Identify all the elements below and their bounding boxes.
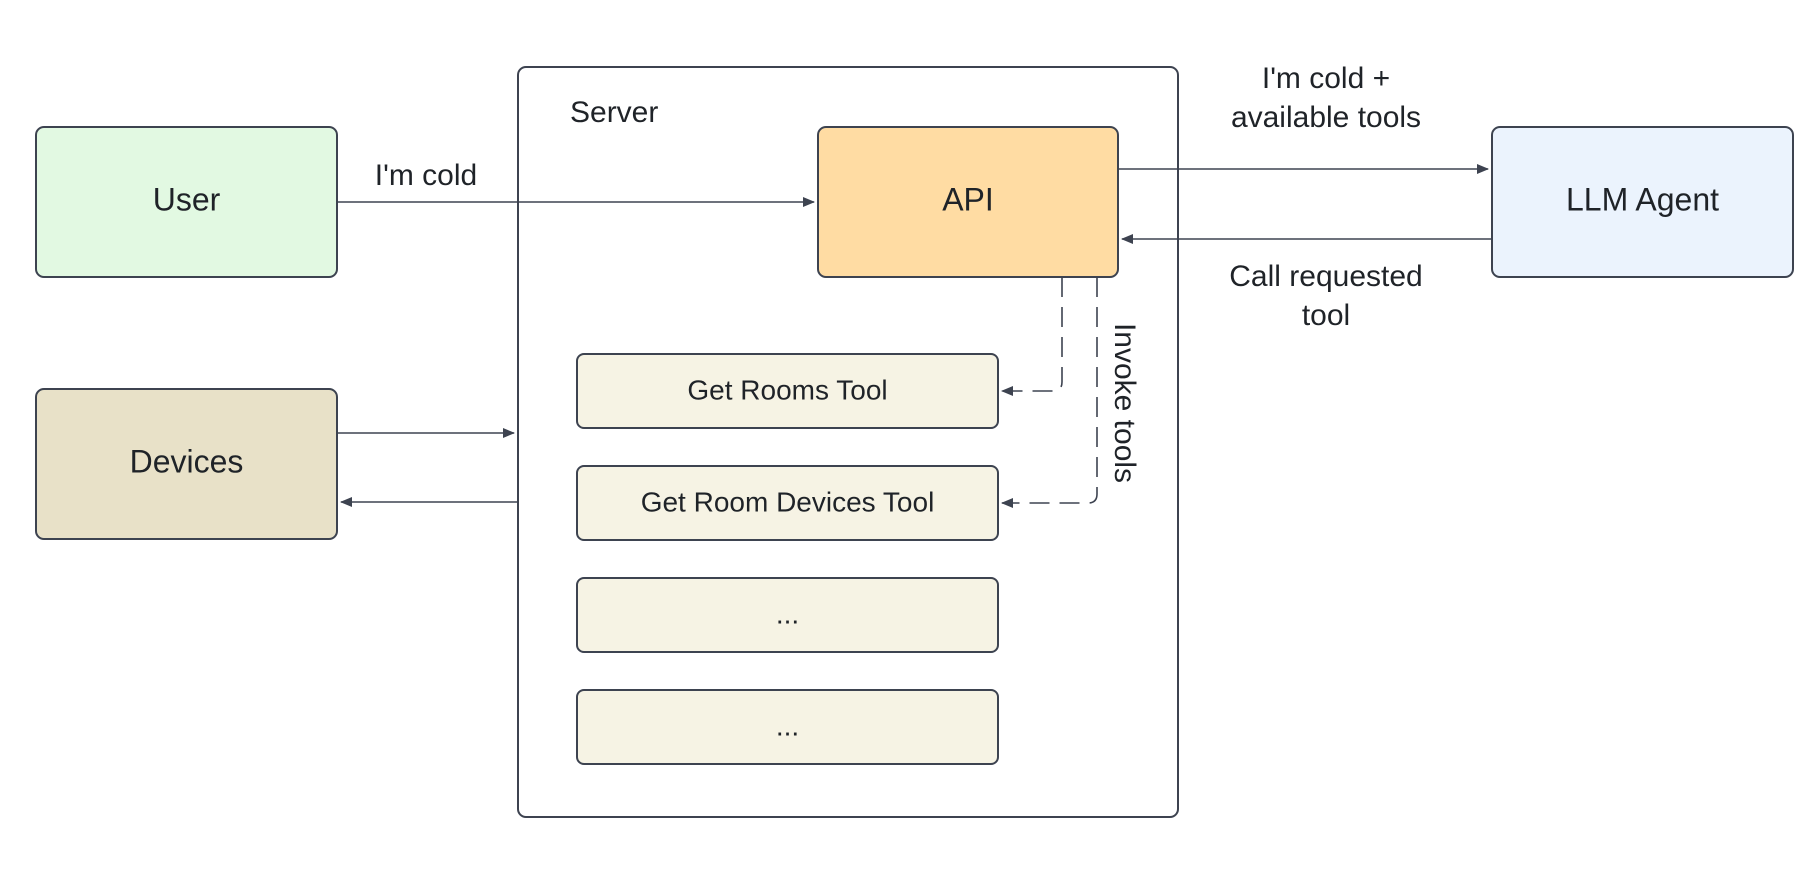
edge-label-invoke-tools: Invoke tools	[1108, 323, 1141, 483]
edge-api-to-get-rooms-tool	[1001, 277, 1063, 396]
tool-box-ellipsis-2	[576, 689, 999, 765]
tool-label-ellipsis-2: ...	[776, 710, 799, 741]
tool-label-get-room-devices: Get Room Devices Tool	[641, 486, 935, 517]
tool-box-get-room-devices	[576, 465, 999, 541]
edge-label-im-cold: I'm cold	[375, 159, 477, 192]
tool-box-ellipsis-1	[576, 577, 999, 653]
server-label: Server	[570, 96, 658, 129]
devices-label: Devices	[130, 443, 244, 479]
devices-node	[35, 388, 338, 540]
llm-agent-label: LLM Agent	[1566, 181, 1719, 217]
tool-box-get-rooms	[576, 353, 999, 429]
tool-label-get-rooms: Get Rooms Tool	[687, 374, 887, 405]
api-label: API	[942, 181, 994, 217]
edge-label-call-requested-line2: tool	[1302, 299, 1350, 332]
llm-agent-node	[1491, 126, 1794, 278]
api-node	[817, 126, 1119, 278]
edge-label-im-cold-plus-line1: I'm cold +	[1262, 62, 1390, 95]
user-label: User	[153, 181, 221, 217]
tool-label-ellipsis-1: ...	[776, 598, 799, 629]
edge-api-to-get-room-devices-tool	[1001, 277, 1098, 508]
edge-label-call-requested-line1: Call requested	[1229, 260, 1422, 293]
edge-label-im-cold-plus-line2: available tools	[1231, 101, 1421, 134]
